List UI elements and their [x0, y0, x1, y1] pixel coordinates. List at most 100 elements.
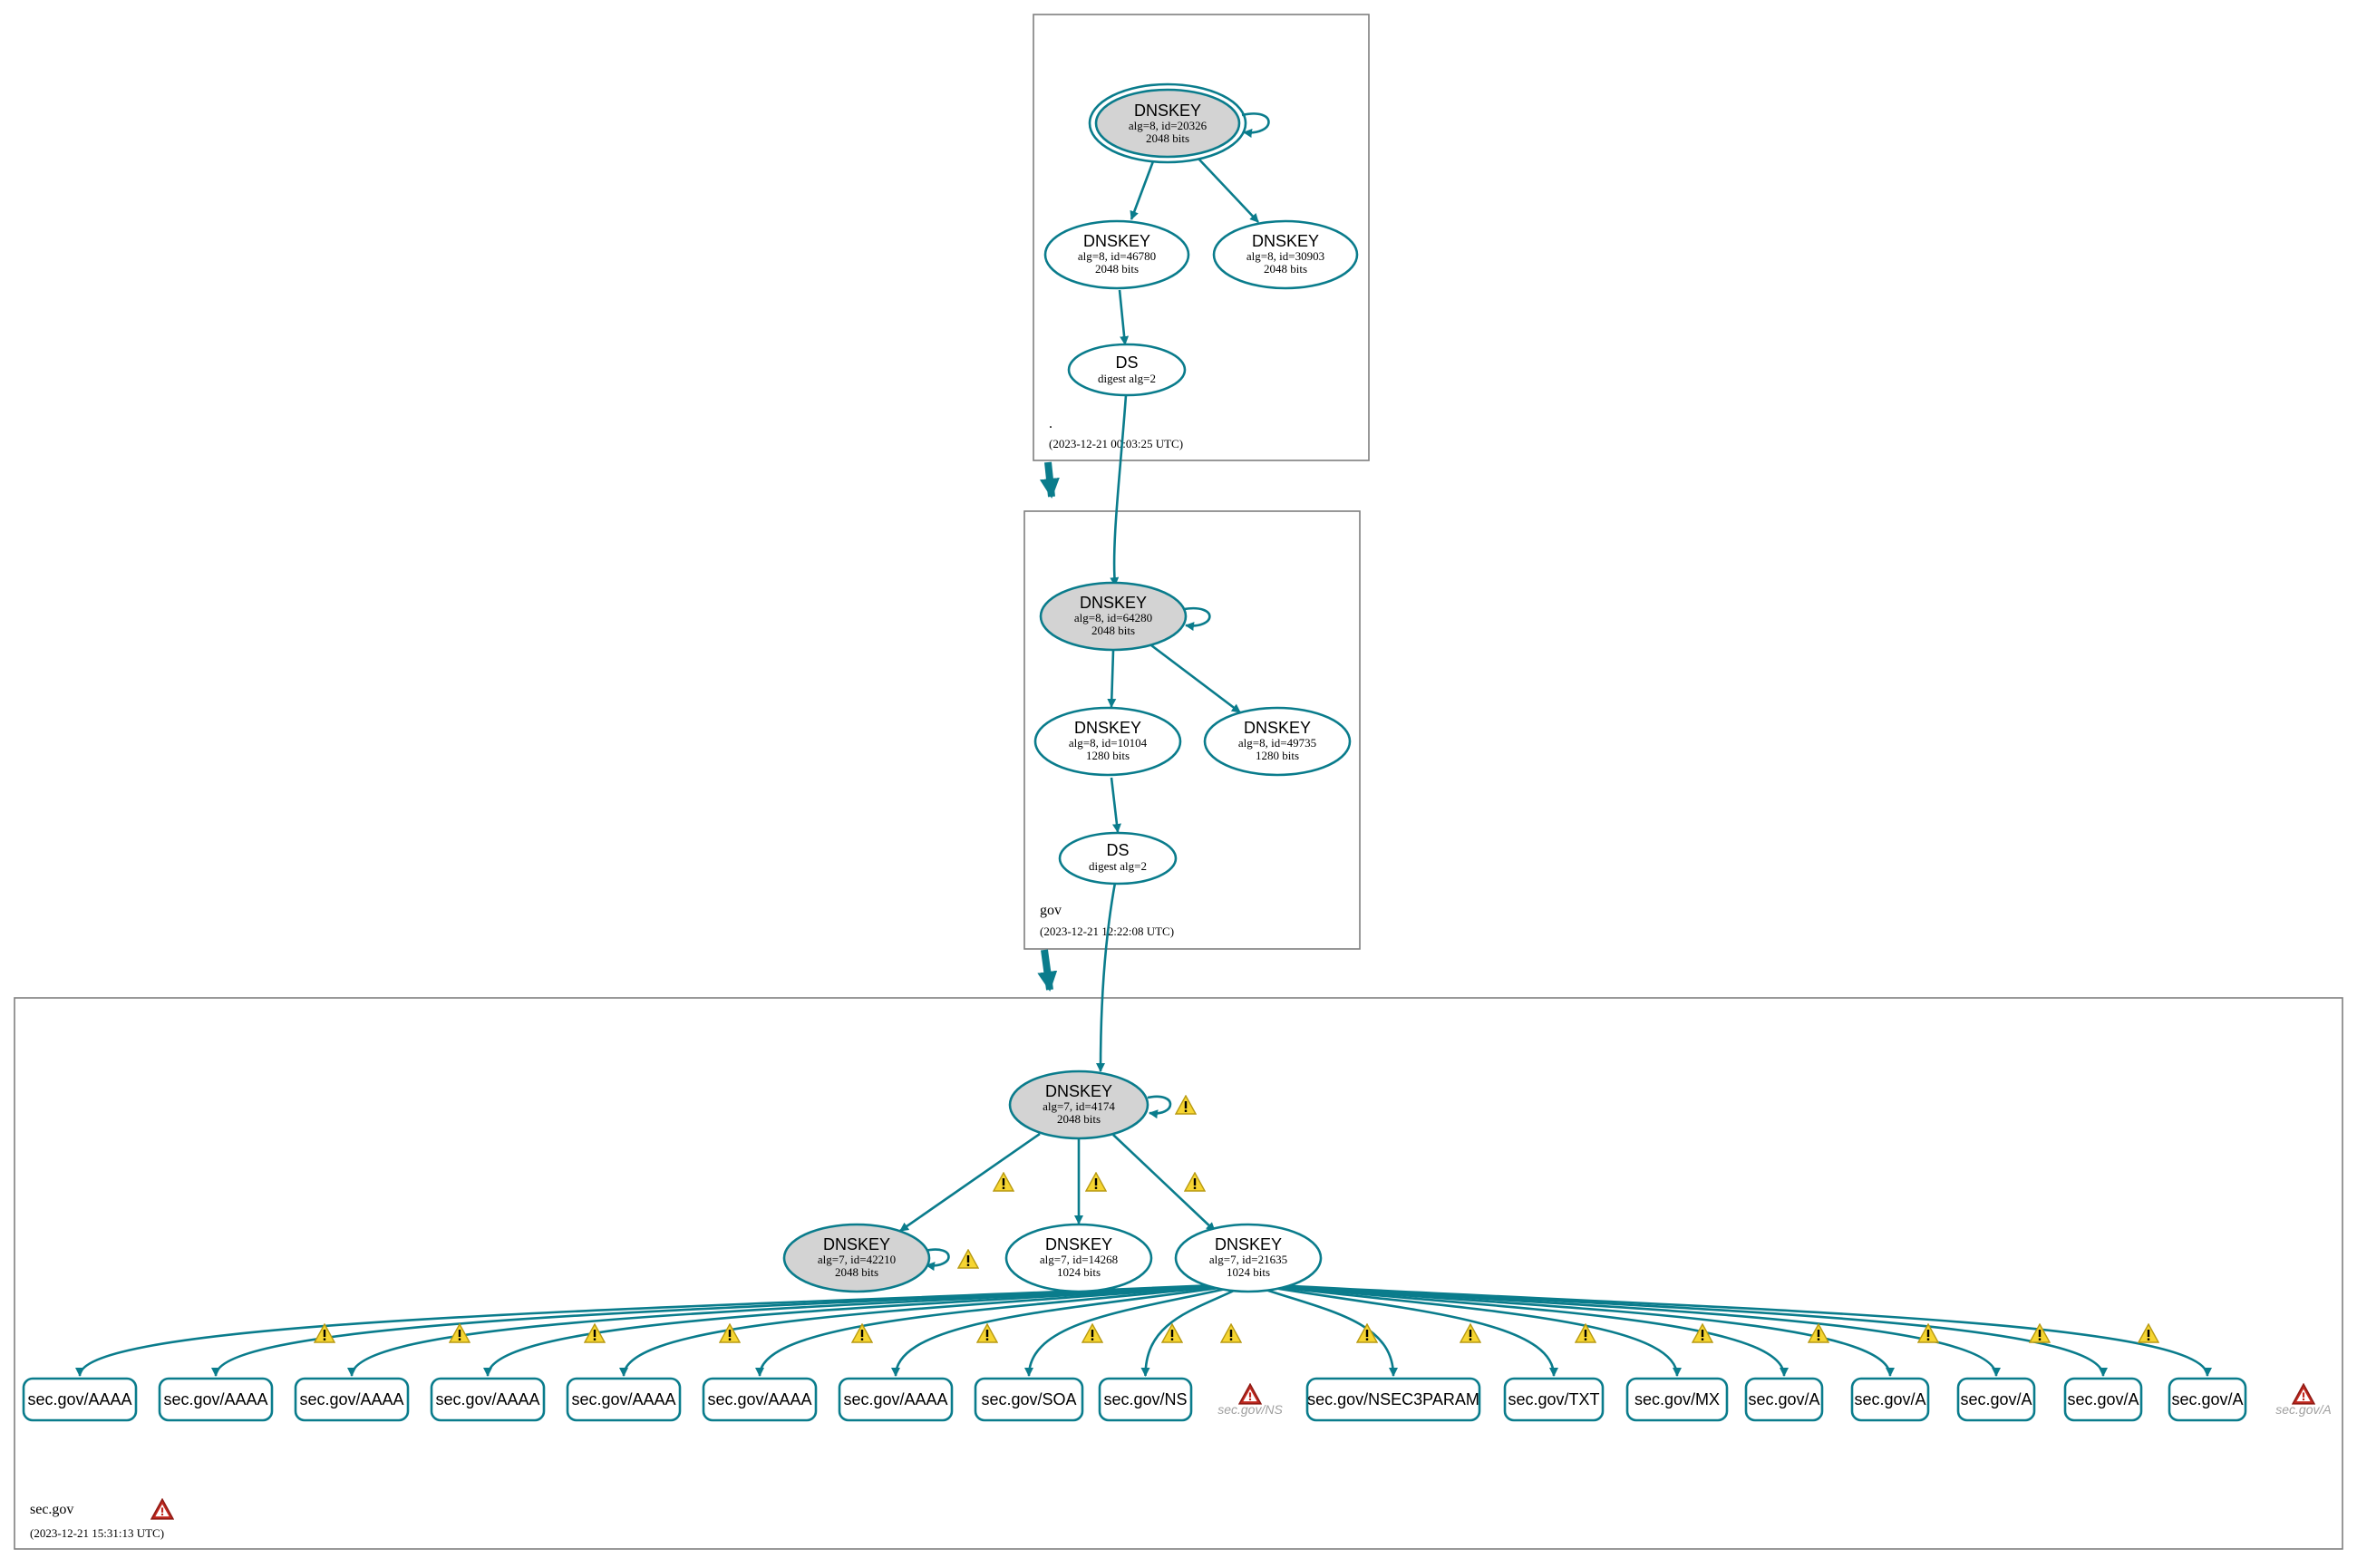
- rrset-node[interactable]: sec.gov/TXT: [1503, 1377, 1605, 1422]
- gov-ksk-title: DNSKEY: [1080, 594, 1147, 612]
- root-ds-title: DS: [1115, 353, 1138, 372]
- rrset-box: [1956, 1377, 2036, 1422]
- rrset-edge: [1264, 1283, 1789, 1377]
- rrset-node[interactable]: sec.gov/MX: [1625, 1377, 1729, 1422]
- gov-ds-digest: digest alg=2: [1089, 859, 1147, 873]
- root-zsk2-title: DNSKEY: [1252, 232, 1319, 250]
- sec-zsk2-node[interactable]: DNSKEY alg=7, id=21635 1024 bits: [1174, 1223, 1323, 1293]
- edge-gov-ksk-zsk1: [1107, 650, 1117, 708]
- rrset-edge: [1274, 1283, 2108, 1377]
- edge-root-ksk-zsk1: [1130, 160, 1155, 220]
- root-ds-node[interactable]: DS digest alg=2: [1067, 343, 1187, 397]
- root-ksk-alg: alg=8, id=20326: [1129, 119, 1208, 132]
- sec-ksk2-node[interactable]: DNSKEY alg=7, id=42210 2048 bits: [782, 1223, 931, 1293]
- rrset-edge: [1261, 1283, 1682, 1377]
- root-zsk1-ellipse: [1043, 219, 1190, 290]
- rrset-label: sec.gov/AAAA: [843, 1390, 947, 1408]
- rrset-label: sec.gov/A: [2171, 1390, 2243, 1408]
- gov-zsk2-title: DNSKEY: [1244, 719, 1311, 737]
- rrset-box: [2168, 1377, 2247, 1422]
- root-ksk-node[interactable]: DNSKEY alg=8, id=20326 2048 bits: [1088, 82, 1247, 164]
- rrset-edge: [1024, 1283, 1243, 1377]
- root-zsk1-title: DNSKEY: [1083, 232, 1150, 250]
- gov-zsk1-ellipse: [1033, 706, 1182, 777]
- rrset-label: sec.gov/NSEC3PARAM: [1307, 1390, 1479, 1408]
- sec-ksk2-bits: 2048 bits: [835, 1265, 878, 1279]
- root-zsk2-bits: 2048 bits: [1264, 262, 1307, 276]
- gov-ksk-ellipse: [1039, 581, 1188, 652]
- rrset-label: sec.gov/A: [1960, 1390, 2032, 1408]
- edge-root-ksk-self: [1241, 112, 1270, 138]
- root-ksk-bits: 2048 bits: [1146, 131, 1189, 145]
- root-zsk1-bits: 2048 bits: [1095, 262, 1139, 276]
- rrset-edge: [1267, 1283, 1895, 1377]
- root-zsk1-node[interactable]: DNSKEY alg=8, id=46780 2048 bits: [1043, 219, 1190, 290]
- rrset-box: [974, 1377, 1084, 1422]
- rrset-node[interactable]: sec.gov/SOA: [974, 1377, 1084, 1422]
- gov-ksk-node[interactable]: DNSKEY alg=8, id=64280 2048 bits: [1039, 581, 1188, 652]
- sec-zsk2-bits: 1024 bits: [1227, 1265, 1270, 1279]
- sec-ksk-node[interactable]: DNSKEY alg=7, id=4174 2048 bits: [1008, 1070, 1149, 1140]
- sec-zsk1-title: DNSKEY: [1045, 1235, 1112, 1253]
- rrset-node[interactable]: sec.gov/AAAA: [702, 1377, 818, 1422]
- root-zsk1-alg: alg=8, id=46780: [1078, 249, 1156, 263]
- rrset-edge: [1252, 1283, 1398, 1377]
- edge-sec-ksk-self: [1147, 1095, 1172, 1119]
- rrset-node[interactable]: sec.gov/A: [1956, 1377, 2036, 1422]
- sec-zsk2-alg: alg=7, id=21635: [1209, 1253, 1287, 1266]
- ghost-rrset-a[interactable]: sec.gov/A: [2275, 1383, 2332, 1417]
- rrset-node[interactable]: sec.gov/NSEC3PARAM: [1305, 1377, 1481, 1422]
- rrset-label: sec.gov/A: [1748, 1390, 1819, 1408]
- rrset-label: sec.gov/SOA: [981, 1390, 1076, 1408]
- edge-gov-zsk1-ds: [1110, 777, 1121, 833]
- root-zsk2-node[interactable]: DNSKEY alg=8, id=30903 2048 bits: [1212, 219, 1359, 290]
- rrset-box: [702, 1377, 818, 1422]
- zone-secgov: sec.gov (2023-12-21 15:31:13 UTC): [14, 997, 2343, 1550]
- zone-secgov-name: sec.gov: [30, 1502, 73, 1517]
- rrset-label: sec.gov/AAAA: [163, 1390, 267, 1408]
- rrset-box: [1503, 1377, 1605, 1422]
- zone-root-timestamp: (2023-12-21 00:03:25 UTC): [1049, 437, 1183, 450]
- edge-gov-ksk-zsk2: [1150, 644, 1241, 714]
- rrset-edge: [755, 1283, 1234, 1377]
- rrset-box: [1744, 1377, 1824, 1422]
- gov-zsk2-node[interactable]: DNSKEY alg=8, id=49735 1280 bits: [1203, 706, 1352, 777]
- rrset-label: sec.gov/TXT: [1508, 1390, 1599, 1408]
- rrset-box: [1305, 1377, 1481, 1422]
- rrset-label: sec.gov/AAAA: [707, 1390, 811, 1408]
- root-zsk2-alg: alg=8, id=30903: [1246, 249, 1324, 263]
- rrset-node[interactable]: sec.gov/AAAA: [158, 1377, 274, 1422]
- edge-root-ds-gov-ksk: [1110, 394, 1128, 586]
- sec-zsk1-bits: 1024 bits: [1057, 1265, 1101, 1279]
- rrset-node[interactable]: sec.gov/AAAA: [22, 1377, 138, 1422]
- edge-sec-ksk-ksk2: [899, 1132, 1041, 1233]
- rrset-node[interactable]: sec.gov/AAAA: [430, 1377, 546, 1422]
- rrset-label: sec.gov/AAAA: [435, 1390, 539, 1408]
- rrset-box: [1625, 1377, 1729, 1422]
- rrset-label: sec.gov/NS: [1103, 1390, 1187, 1408]
- rrset-node[interactable]: sec.gov/A: [2168, 1377, 2247, 1422]
- rrset-node[interactable]: sec.gov/AAAA: [294, 1377, 410, 1422]
- gov-ksk-bits: 2048 bits: [1091, 624, 1135, 637]
- rrset-node[interactable]: sec.gov/AAAA: [838, 1377, 954, 1422]
- gov-zsk1-node[interactable]: DNSKEY alg=8, id=10104 1280 bits: [1033, 706, 1182, 777]
- sec-ksk-bits: 2048 bits: [1057, 1112, 1101, 1126]
- rrset-edge: [1276, 1283, 2212, 1377]
- ghost-rrset-ns[interactable]: sec.gov/NS: [1217, 1383, 1283, 1417]
- rrset-node[interactable]: sec.gov/A: [1744, 1377, 1824, 1422]
- rrset-node[interactable]: sec.gov/AAAA: [566, 1377, 682, 1422]
- rrset-node[interactable]: sec.gov/NS: [1098, 1377, 1193, 1422]
- gov-ds-title: DS: [1106, 841, 1129, 859]
- ghost-a-label: sec.gov/A: [2275, 1402, 2331, 1417]
- rrset-label: sec.gov/A: [2067, 1390, 2139, 1408]
- rrset-node[interactable]: sec.gov/A: [2063, 1377, 2143, 1422]
- rrset-boxes: sec.gov/AAAA sec.gov/AAAA sec.gov/AAAA sec.…: [22, 1377, 2247, 1422]
- sec-ksk-title: DNSKEY: [1045, 1082, 1112, 1100]
- rrset-box: [430, 1377, 546, 1422]
- rrset-node[interactable]: sec.gov/A: [1850, 1377, 1930, 1422]
- rrset-box: [2063, 1377, 2143, 1422]
- sec-zsk1-node[interactable]: DNSKEY alg=7, id=14268 1024 bits: [1004, 1223, 1153, 1293]
- gov-ds-node[interactable]: DS digest alg=2: [1058, 831, 1178, 886]
- gov-zsk1-bits: 1280 bits: [1086, 749, 1130, 762]
- rrset-label: sec.gov/A: [1854, 1390, 1925, 1408]
